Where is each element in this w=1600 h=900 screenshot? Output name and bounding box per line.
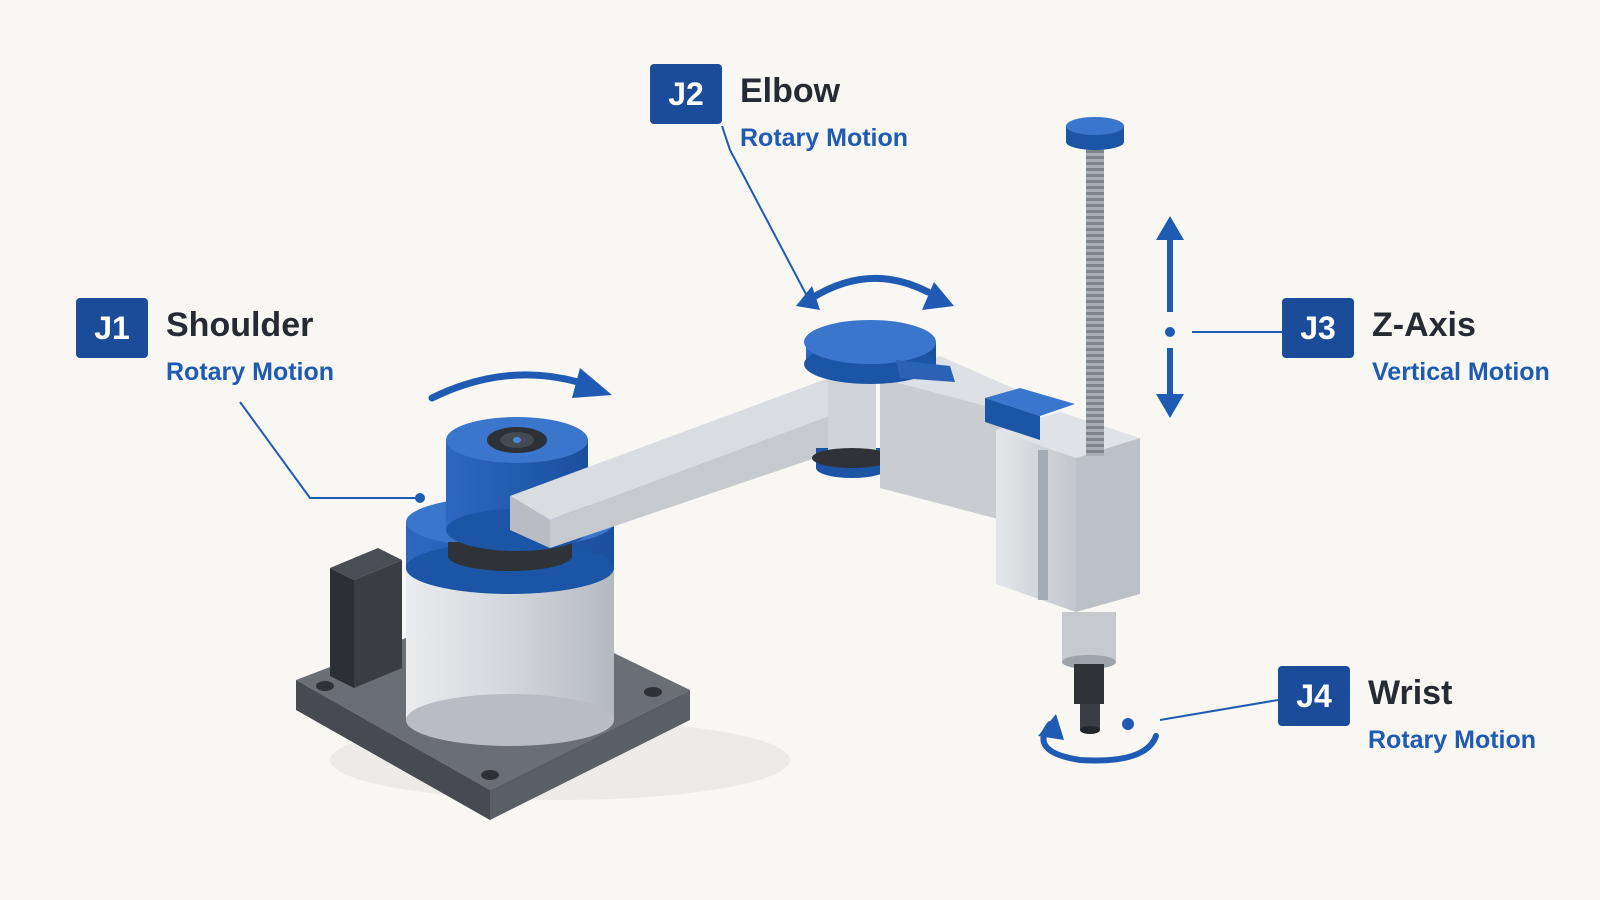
joint-name: Wrist — [1368, 674, 1453, 712]
motor-housing — [330, 548, 402, 688]
joint-badge: J2 — [650, 64, 722, 124]
leader-line-j1 — [239, 401, 425, 503]
joint-motion: Vertical Motion — [1372, 358, 1550, 386]
joint-motion: Rotary Motion — [740, 124, 909, 152]
leader-line-j4 — [1122, 699, 1279, 730]
rotary-arrow-j1 — [428, 368, 612, 402]
leader-line-j2 — [721, 125, 815, 307]
joint-badge: J1 — [76, 298, 148, 358]
joint-badge: J3 — [1282, 298, 1354, 358]
mount-hole — [316, 681, 334, 691]
joint-name: Z-Axis — [1372, 306, 1476, 344]
joint-motion: Rotary Motion — [166, 358, 335, 386]
mount-hole — [481, 770, 499, 780]
upper-arm-link — [510, 372, 845, 548]
quill — [1062, 612, 1116, 734]
rotary-arrow-j2 — [796, 274, 954, 310]
mount-hole — [644, 687, 662, 697]
joint-badge: J4 — [1278, 666, 1350, 726]
joint-motion: Rotary Motion — [1368, 726, 1537, 754]
joint-name: Shoulder — [166, 306, 314, 344]
z-carriage — [985, 388, 1140, 612]
joint-name: Elbow — [740, 72, 841, 110]
rotary-arrow-j4 — [1038, 714, 1159, 764]
vertical-arrow-j3 — [1156, 216, 1184, 418]
ball-screw — [1066, 117, 1124, 456]
